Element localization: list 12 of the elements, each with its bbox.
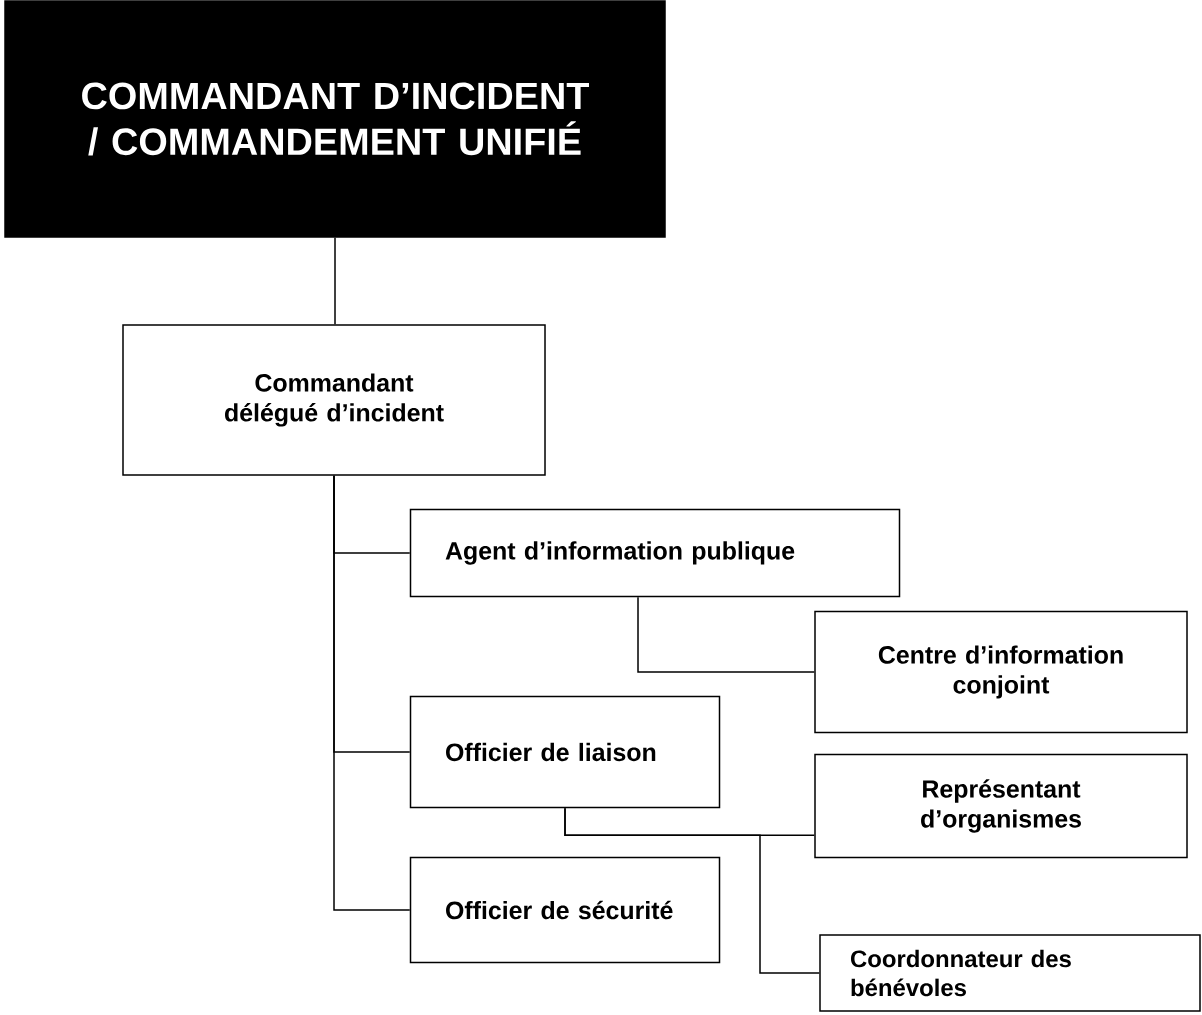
connector-line — [334, 237, 336, 325]
org-box: Officier de liaison — [409, 695, 721, 809]
org-box: Représentant d’organismes — [814, 753, 1188, 859]
command-box: COMMANDANT D’INCIDENT / COMMANDEMENT UNIFIÉ — [4, 0, 666, 238]
org-box: Centre d’information conjoint — [814, 610, 1188, 734]
connector-line — [637, 596, 815, 673]
org-box: Coordonnateur des bénévoles — [819, 934, 1201, 1012]
org-box: Commandant délégué d’incident — [122, 324, 546, 476]
org-box: Agent d’information publique — [409, 508, 901, 598]
connector-line — [564, 807, 820, 974]
org-box: Officier de sécurité — [409, 856, 721, 964]
connector-line — [333, 475, 411, 911]
